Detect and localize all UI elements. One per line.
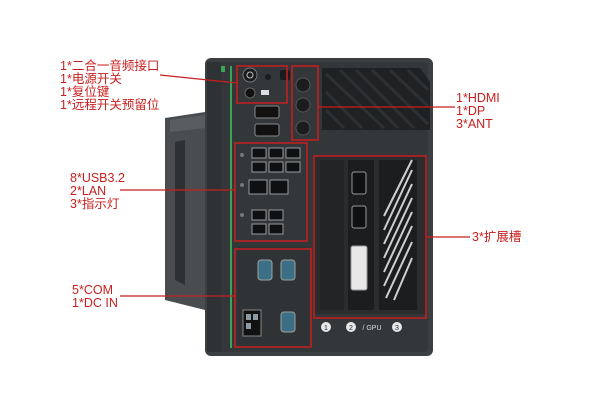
gpu-dvi-port: [350, 245, 368, 291]
expansion-panel: 1 2 / GPU 3: [313, 156, 426, 332]
slot-2-label: 2: [349, 325, 353, 332]
annotation-line: 1*DP: [456, 104, 486, 118]
com-port: [257, 259, 273, 281]
annotation-line: 8*USB3.2: [70, 171, 125, 185]
com-dc-annotation: 5*COM 1*DC IN: [72, 284, 118, 310]
highlight-front-io: [236, 65, 288, 104]
reset-button: [265, 74, 271, 80]
annotation-line: 1*电源开关: [60, 72, 122, 86]
gpu-dp-port: [351, 205, 367, 229]
annotation-line: 1*HDMI: [456, 91, 500, 105]
highlight-usb-lan: [234, 142, 308, 242]
highlight-display-ant: [291, 65, 319, 141]
green-accent-stripe: [230, 66, 232, 348]
ant-connector: [295, 120, 311, 136]
power-button: [242, 67, 258, 83]
lan-port: [248, 179, 268, 195]
ant-connector: [295, 77, 311, 93]
gpu-label: / GPU: [362, 325, 381, 332]
ant-connector: [295, 97, 311, 113]
annotation-line: 1*二合一音频接口: [60, 59, 160, 73]
com-port: [280, 259, 296, 281]
vent-grille: [322, 68, 430, 130]
annotation-line: 1*DC IN: [72, 296, 118, 310]
usb-lan-panel: [240, 147, 301, 235]
leader-lines: [120, 74, 470, 297]
annotation-line: 3*指示灯: [70, 197, 120, 211]
expansion-annotation: 3*扩展槽: [472, 231, 521, 244]
annotation-line: 3*ANT: [456, 117, 493, 131]
slot-3-label: 3: [395, 325, 399, 332]
com-dc-panel: [237, 246, 309, 346]
gpu-hdmi-port: [351, 171, 367, 195]
highlight-com-dc: [234, 248, 312, 348]
slot-1-label: 1: [324, 325, 328, 332]
hdmi-port: [254, 105, 280, 119]
com-port: [280, 311, 296, 333]
annotation-line: 3*扩展槽: [472, 230, 522, 244]
side-bracket: [165, 112, 205, 310]
dp-port: [254, 123, 280, 137]
front-io-annotation: 1*二合一音频接口 1*电源开关 1*复位键 1*远程开关预留位: [60, 60, 159, 112]
annotation-line: 1*远程开关预留位: [60, 98, 160, 112]
dc-in-port: [242, 309, 262, 337]
display-ant-panel: [254, 77, 311, 137]
audio-jack: [244, 87, 256, 99]
usb-lan-annotation: 8*USB3.2 2*LAN 3*指示灯: [70, 172, 125, 211]
annotation-line: 2*LAN: [70, 184, 107, 198]
annotation-line: 1*复位键: [60, 85, 110, 99]
annotation-line: 5*COM: [72, 283, 113, 297]
display-ant-annotation: 1*HDMI 1*DP 3*ANT: [456, 92, 500, 131]
lan-port: [269, 179, 289, 195]
